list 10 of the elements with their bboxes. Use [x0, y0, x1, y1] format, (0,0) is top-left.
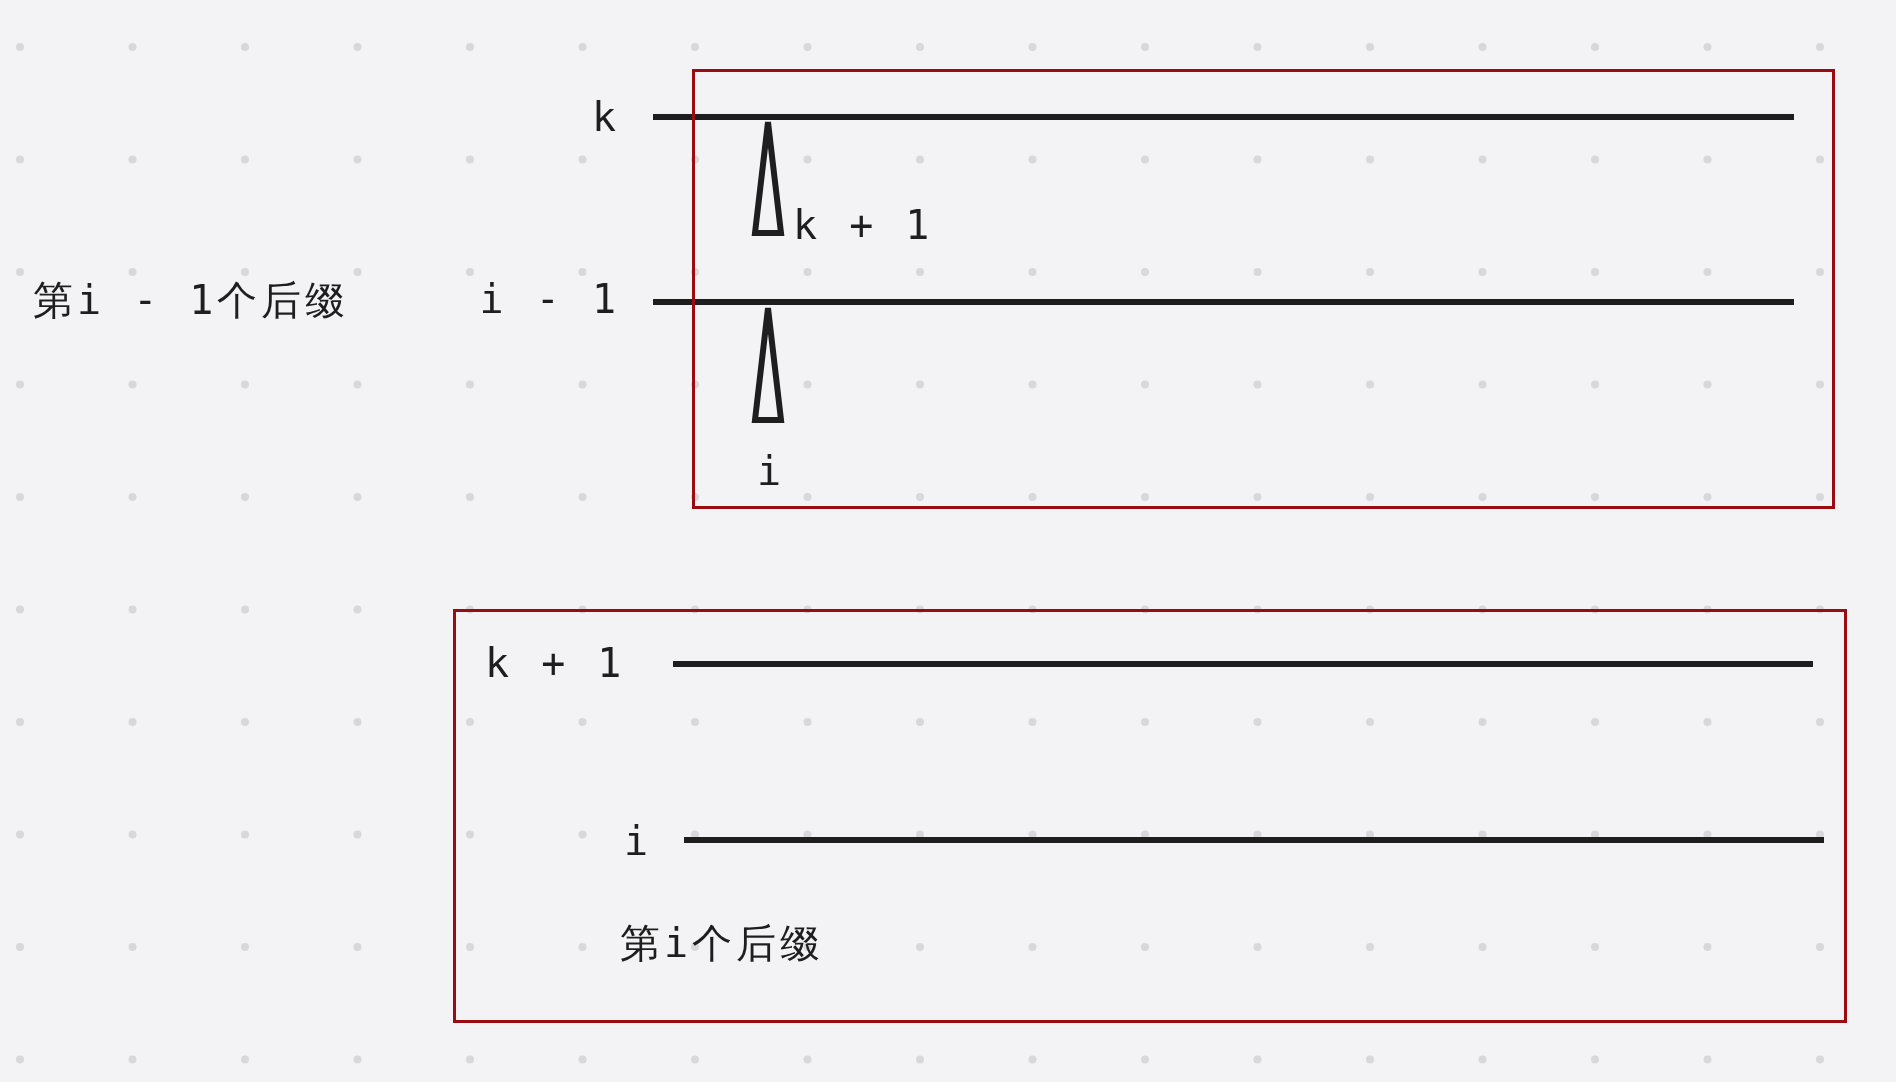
index-label: 第i - 1个后缀	[33, 280, 350, 320]
index-label: i - 1	[479, 279, 620, 319]
index-label: 第i个后缀	[620, 923, 825, 963]
index-label: k	[591, 97, 620, 137]
index-label: k + 1	[485, 643, 626, 683]
frame-box	[692, 69, 1835, 509]
index-label: i	[623, 821, 653, 861]
index-label: i	[756, 451, 786, 491]
index-label: k + 1	[793, 205, 934, 245]
frame-box	[453, 609, 1847, 1023]
